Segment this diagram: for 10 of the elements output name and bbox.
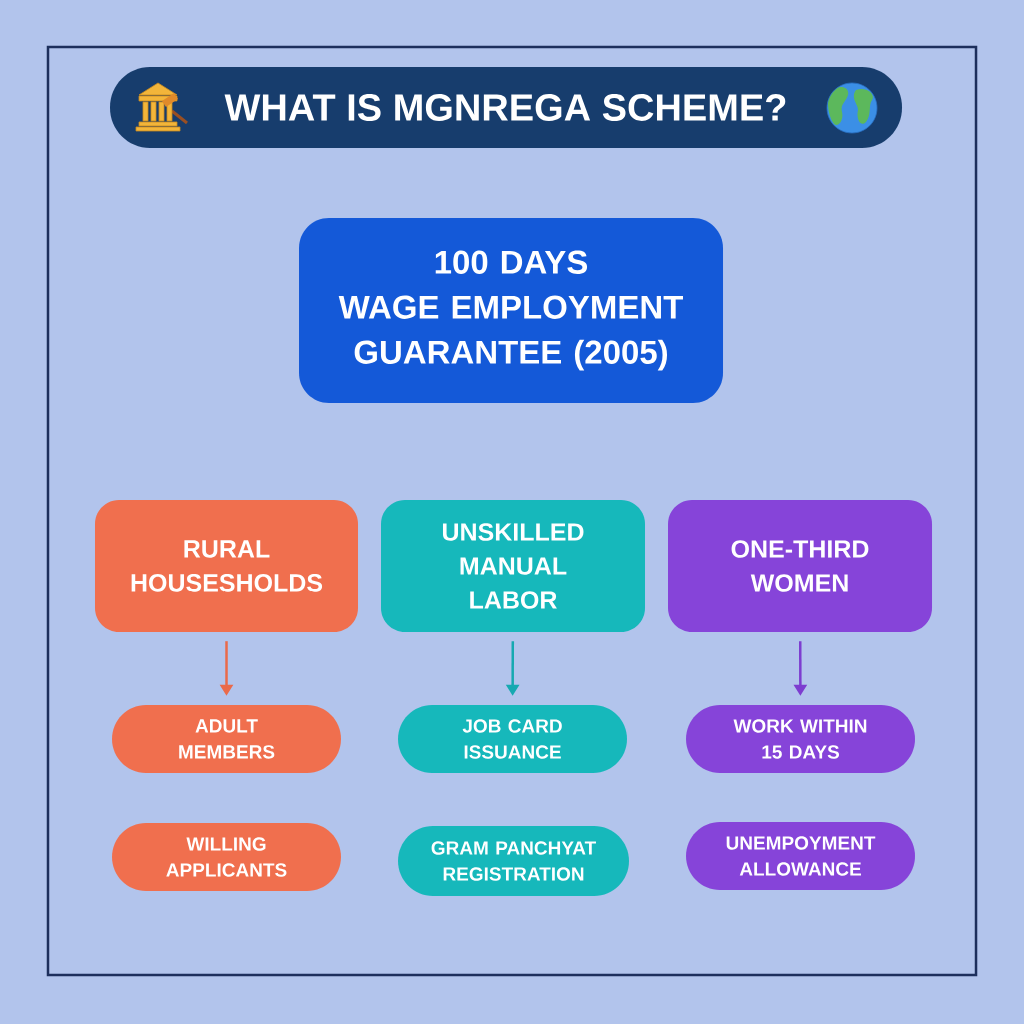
main-box: 100 DAYS WAGE EMPLOYMENT GUARANTEE (2005) bbox=[299, 218, 723, 403]
detail-pill: UNEMPOYMENT ALLOWANCE bbox=[686, 822, 915, 890]
category-box: UNSKILLED MANUAL LABOR bbox=[381, 500, 645, 632]
detail-pill: WORK WITHIN 15 DAYS bbox=[686, 705, 915, 773]
detail-pill: JOB CARD ISSUANCE bbox=[398, 705, 627, 773]
category-box: RURAL HOUSESHOLDS bbox=[95, 500, 358, 632]
category-box: ONE-THIRD WOMEN bbox=[668, 500, 932, 632]
detail-pill: ADULT MEMBERS bbox=[112, 705, 341, 773]
detail-pill: GRAM PANCHYAT REGISTRATION bbox=[398, 826, 629, 896]
detail-pill: WILLING APPLICANTS bbox=[112, 823, 341, 891]
